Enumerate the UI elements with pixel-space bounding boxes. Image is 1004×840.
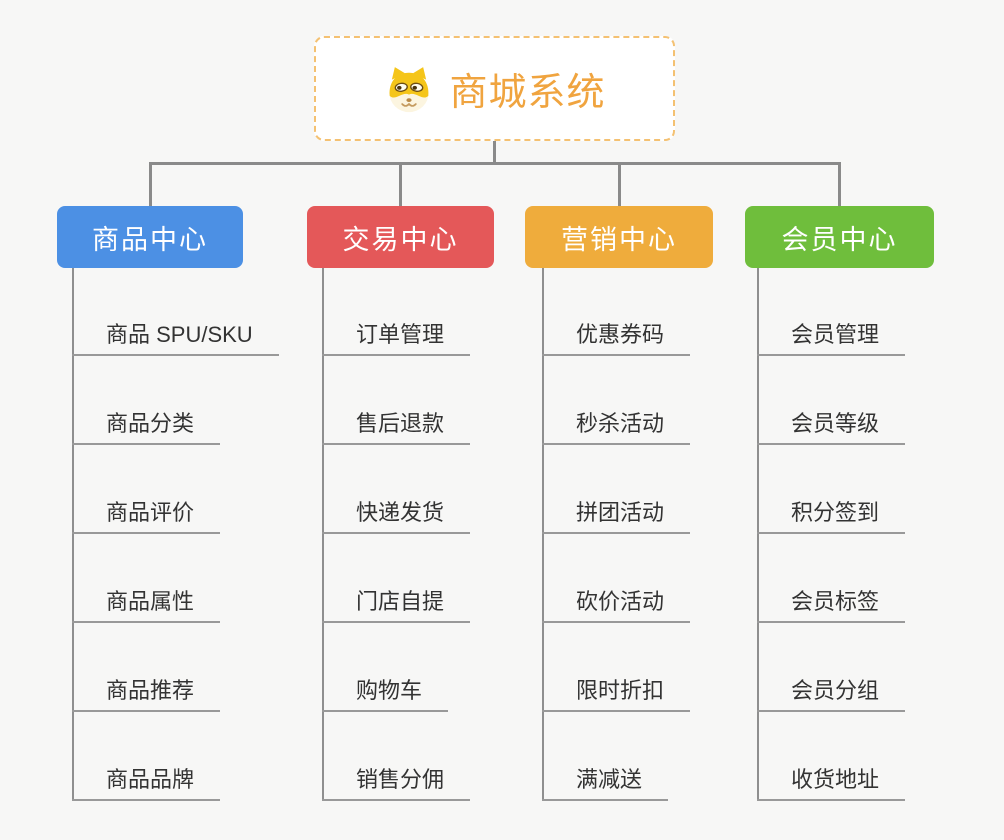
leaf-topic[interactable]: 商品属性 xyxy=(72,587,221,623)
branch-topic-member-center[interactable]: 会员中心 xyxy=(745,206,934,268)
leaf-topic[interactable]: 商品评价 xyxy=(72,498,221,534)
branch-topic-marketing-center[interactable]: 营销中心 xyxy=(525,206,713,268)
root-topic-title: 商城系统 xyxy=(449,72,606,114)
leaf-topic[interactable]: 商品品牌 xyxy=(72,765,221,801)
connector-drop-2 xyxy=(399,162,402,206)
leaf-topic[interactable]: 满减送 xyxy=(542,765,669,801)
branch-topic-product-center[interactable]: 商品中心 xyxy=(57,206,243,268)
connector-drop-4 xyxy=(838,162,841,206)
leaf-topic[interactable]: 门店自提 xyxy=(322,587,471,623)
leaf-topic[interactable]: 砍价活动 xyxy=(542,587,691,623)
dog-face-icon xyxy=(389,66,430,112)
leaf-topic[interactable]: 优惠券码 xyxy=(542,320,691,356)
connector-root-drop xyxy=(493,141,496,165)
leaf-topic[interactable]: 会员管理 xyxy=(757,320,906,356)
leaf-topic[interactable]: 限时折扣 xyxy=(542,676,691,712)
leaf-topic[interactable]: 会员标签 xyxy=(757,587,906,623)
leaf-topic[interactable]: 售后退款 xyxy=(322,409,471,445)
trunk-branch-2 xyxy=(322,268,324,801)
leaf-topic[interactable]: 商品 SPU/SKU xyxy=(72,320,279,356)
leaf-topic[interactable]: 商品分类 xyxy=(72,409,221,445)
leaf-topic[interactable]: 拼团活动 xyxy=(542,498,691,534)
leaf-topic[interactable]: 销售分佣 xyxy=(322,765,471,801)
leaf-topic[interactable]: 会员等级 xyxy=(757,409,906,445)
leaf-topic[interactable]: 订单管理 xyxy=(322,320,471,356)
leaf-topic[interactable]: 秒杀活动 xyxy=(542,409,691,445)
connector-drop-1 xyxy=(149,162,152,206)
trunk-branch-1 xyxy=(72,268,74,801)
leaf-topic[interactable]: 收货地址 xyxy=(757,765,906,801)
connector-drop-3 xyxy=(618,162,621,206)
leaf-topic[interactable]: 快递发货 xyxy=(322,498,471,534)
leaf-topic[interactable]: 积分签到 xyxy=(757,498,906,534)
trunk-branch-4 xyxy=(757,268,759,801)
trunk-branch-3 xyxy=(542,268,544,801)
branch-topic-trade-center[interactable]: 交易中心 xyxy=(307,206,494,268)
connector-bus xyxy=(149,162,841,165)
leaf-topic[interactable]: 会员分组 xyxy=(757,676,906,712)
leaf-topic[interactable]: 商品推荐 xyxy=(72,676,221,712)
leaf-topic[interactable]: 购物车 xyxy=(322,676,449,712)
root-topic[interactable]: 商城系统 xyxy=(314,36,675,141)
